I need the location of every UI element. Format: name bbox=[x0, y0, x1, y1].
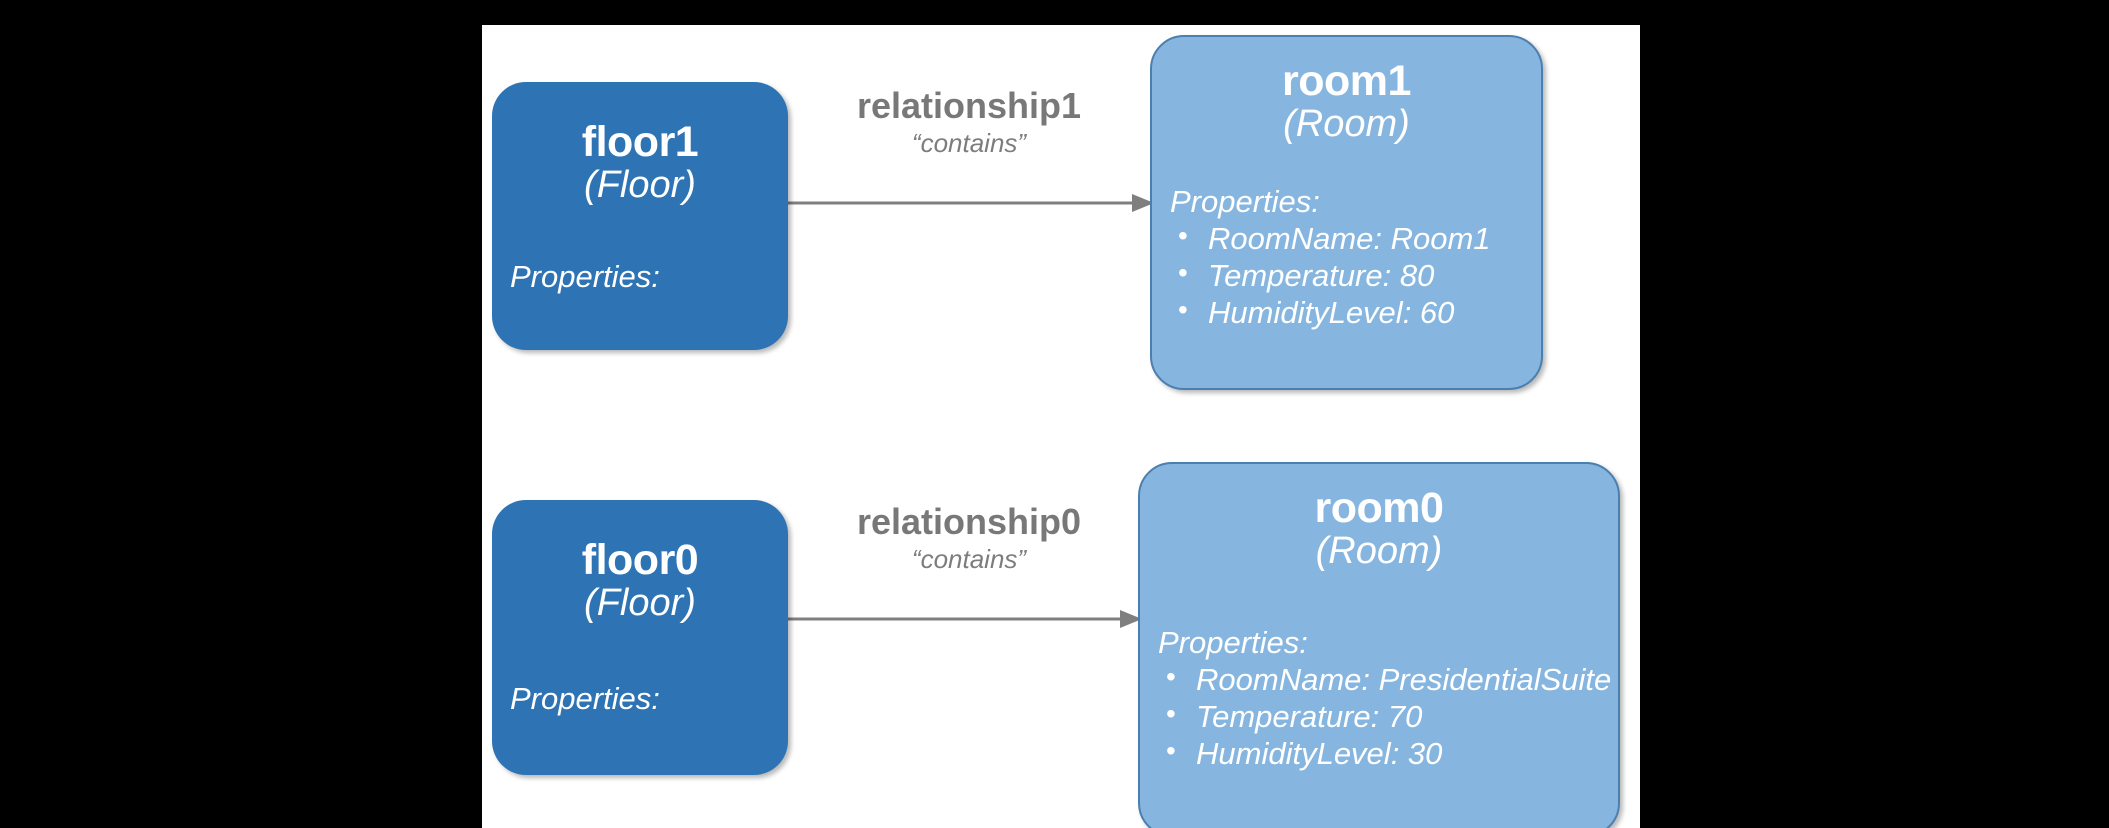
bullet-icon: • bbox=[1166, 698, 1176, 730]
edge-arrow-relationship1 bbox=[788, 194, 1154, 212]
node-type-room0: (Room) bbox=[1315, 529, 1443, 572]
edge-label-relationship1: relationship1 “contains” bbox=[788, 85, 1150, 159]
property-text: RoomName: PresidentialSuite bbox=[1196, 662, 1612, 698]
node-title-floor1: floor1 bbox=[581, 118, 699, 166]
list-item: • RoomName: Room1 bbox=[1170, 220, 1541, 257]
node-properties-label-floor0: Properties: bbox=[510, 680, 660, 716]
bullet-icon: • bbox=[1178, 257, 1188, 289]
edge-name-relationship0: relationship0 bbox=[856, 501, 1082, 542]
edge-label-relationship0: relationship0 “contains” bbox=[788, 501, 1150, 575]
node-properties-block-room1: Properties: • RoomName: Room1 • Temperatur… bbox=[1170, 184, 1541, 332]
list-item: • RoomName: PresidentialSuite bbox=[1158, 661, 1618, 698]
edge-kind-relationship0: “contains” bbox=[911, 544, 1027, 575]
node-properties-list-room0: • RoomName: PresidentialSuite • Temperatur… bbox=[1158, 661, 1618, 773]
node-properties-list-room1: • RoomName: Room1 • Temperature: 80 • Humid… bbox=[1170, 220, 1541, 332]
edge-kind-relationship1: “contains” bbox=[911, 128, 1027, 159]
property-text: HumidityLevel: 60 bbox=[1208, 295, 1455, 331]
node-type-floor1: (Floor) bbox=[584, 163, 696, 206]
node-properties-label-room0: Properties: bbox=[1158, 624, 1308, 660]
bullet-icon: • bbox=[1166, 661, 1176, 693]
property-text: RoomName: Room1 bbox=[1208, 221, 1491, 257]
edge-name-relationship1: relationship1 bbox=[856, 85, 1082, 126]
edge-arrow-relationship0 bbox=[788, 610, 1142, 628]
node-room1[interactable]: room1 (Room) Properties: • RoomName: Room… bbox=[1150, 35, 1543, 390]
node-type-floor0: (Floor) bbox=[584, 581, 696, 624]
node-title-room0: room0 bbox=[1314, 484, 1444, 532]
property-text: Temperature: 80 bbox=[1208, 258, 1435, 294]
bullet-icon: • bbox=[1166, 735, 1176, 767]
bullet-icon: • bbox=[1178, 294, 1188, 326]
list-item: • HumidityLevel: 30 bbox=[1158, 735, 1618, 772]
node-properties-label-floor1: Properties: bbox=[510, 258, 660, 294]
node-floor0[interactable]: floor0 (Floor) Properties: bbox=[492, 500, 788, 775]
node-title-room1: room1 bbox=[1282, 57, 1411, 105]
node-type-room1: (Room) bbox=[1283, 102, 1410, 145]
bullet-icon: • bbox=[1178, 220, 1188, 252]
property-text: Temperature: 70 bbox=[1196, 699, 1423, 735]
node-floor1[interactable]: floor1 (Floor) Properties: bbox=[492, 82, 788, 350]
property-text: HumidityLevel: 30 bbox=[1196, 736, 1443, 772]
node-room0[interactable]: room0 (Room) Properties: • RoomName: Pres… bbox=[1138, 462, 1620, 828]
node-properties-label-room1: Properties: bbox=[1170, 183, 1320, 219]
list-item: • Temperature: 70 bbox=[1158, 698, 1618, 735]
list-item: • HumidityLevel: 60 bbox=[1170, 294, 1541, 331]
list-item: • Temperature: 80 bbox=[1170, 257, 1541, 294]
diagram-canvas: relationship1 “contains” relationship0 “… bbox=[482, 25, 1640, 828]
node-title-floor0: floor0 bbox=[581, 536, 699, 584]
node-properties-block-room0: Properties: • RoomName: PresidentialSuite… bbox=[1158, 625, 1618, 773]
